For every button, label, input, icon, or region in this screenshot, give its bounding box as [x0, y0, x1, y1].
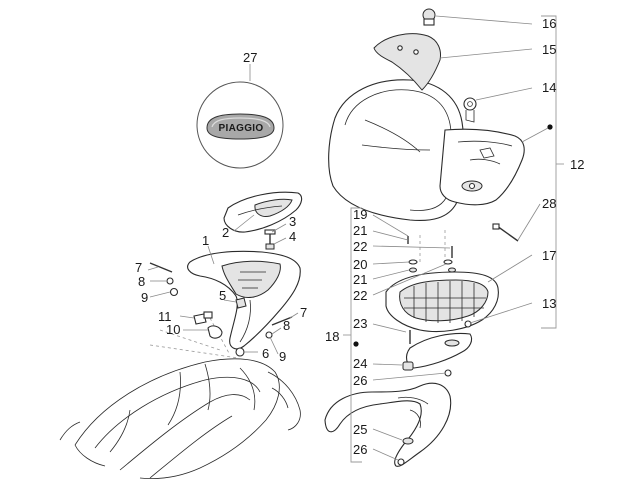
callout-13: 13 [542, 296, 556, 311]
callout-10: 10 [166, 322, 180, 337]
callout-22-lower: 22 [353, 288, 367, 303]
callout-27: 27 [243, 50, 257, 65]
callout-2: 2 [222, 225, 229, 240]
badge-text: PIAGGIO [219, 123, 264, 134]
callout-7-left: 7 [135, 260, 142, 275]
piaggio-badge-callout: PIAGGIO [196, 81, 284, 169]
callout-12: 12 [570, 157, 584, 172]
callout-14: 14 [542, 80, 556, 95]
callout-18: 18 [325, 329, 339, 344]
callout-26-upper: 26 [353, 373, 367, 388]
rack-bracket [324, 330, 473, 467]
leader-lines [147, 15, 553, 461]
callout-24: 24 [353, 356, 367, 371]
group-brackets [343, 15, 564, 463]
callout-7-right: 7 [300, 305, 307, 320]
callout-labels: 16 15 14 12 28 17 13 27 2 3 4 1 7 8 9 5 … [135, 16, 584, 457]
callout-16: 16 [542, 16, 556, 31]
callout-15: 15 [542, 42, 556, 57]
callout-23: 23 [353, 316, 367, 331]
scooter-rear-frame [59, 358, 301, 479]
plate-fasteners [407, 236, 472, 328]
callout-9-left: 9 [141, 290, 148, 305]
callout-1: 1 [202, 233, 209, 248]
callout-9-right: 9 [279, 349, 286, 364]
callout-5: 5 [219, 288, 226, 303]
mounting-plate [385, 271, 499, 333]
callout-4: 4 [289, 229, 296, 244]
seat-cushion [223, 191, 303, 233]
assembly-dashed-lines [149, 230, 446, 359]
callout-8-left: 8 [138, 274, 145, 289]
callout-8-right: 8 [283, 318, 290, 333]
callout-6: 6 [262, 346, 269, 361]
top-case [328, 8, 525, 242]
callout-21-lower: 21 [353, 272, 367, 287]
piaggio-badge [206, 113, 275, 140]
callout-26-lower: 26 [353, 442, 367, 457]
callout-22-upper: 22 [353, 239, 367, 254]
callout-20: 20 [353, 257, 367, 272]
callout-3: 3 [289, 214, 296, 229]
seat-screw [264, 229, 276, 250]
callout-21-upper: 21 [353, 223, 367, 238]
rack-fasteners [149, 262, 293, 357]
callout-19: 19 [353, 207, 367, 222]
callout-25: 25 [353, 422, 367, 437]
callout-28: 28 [542, 196, 556, 211]
callout-11: 11 [158, 309, 172, 324]
callout-17: 17 [542, 248, 556, 263]
